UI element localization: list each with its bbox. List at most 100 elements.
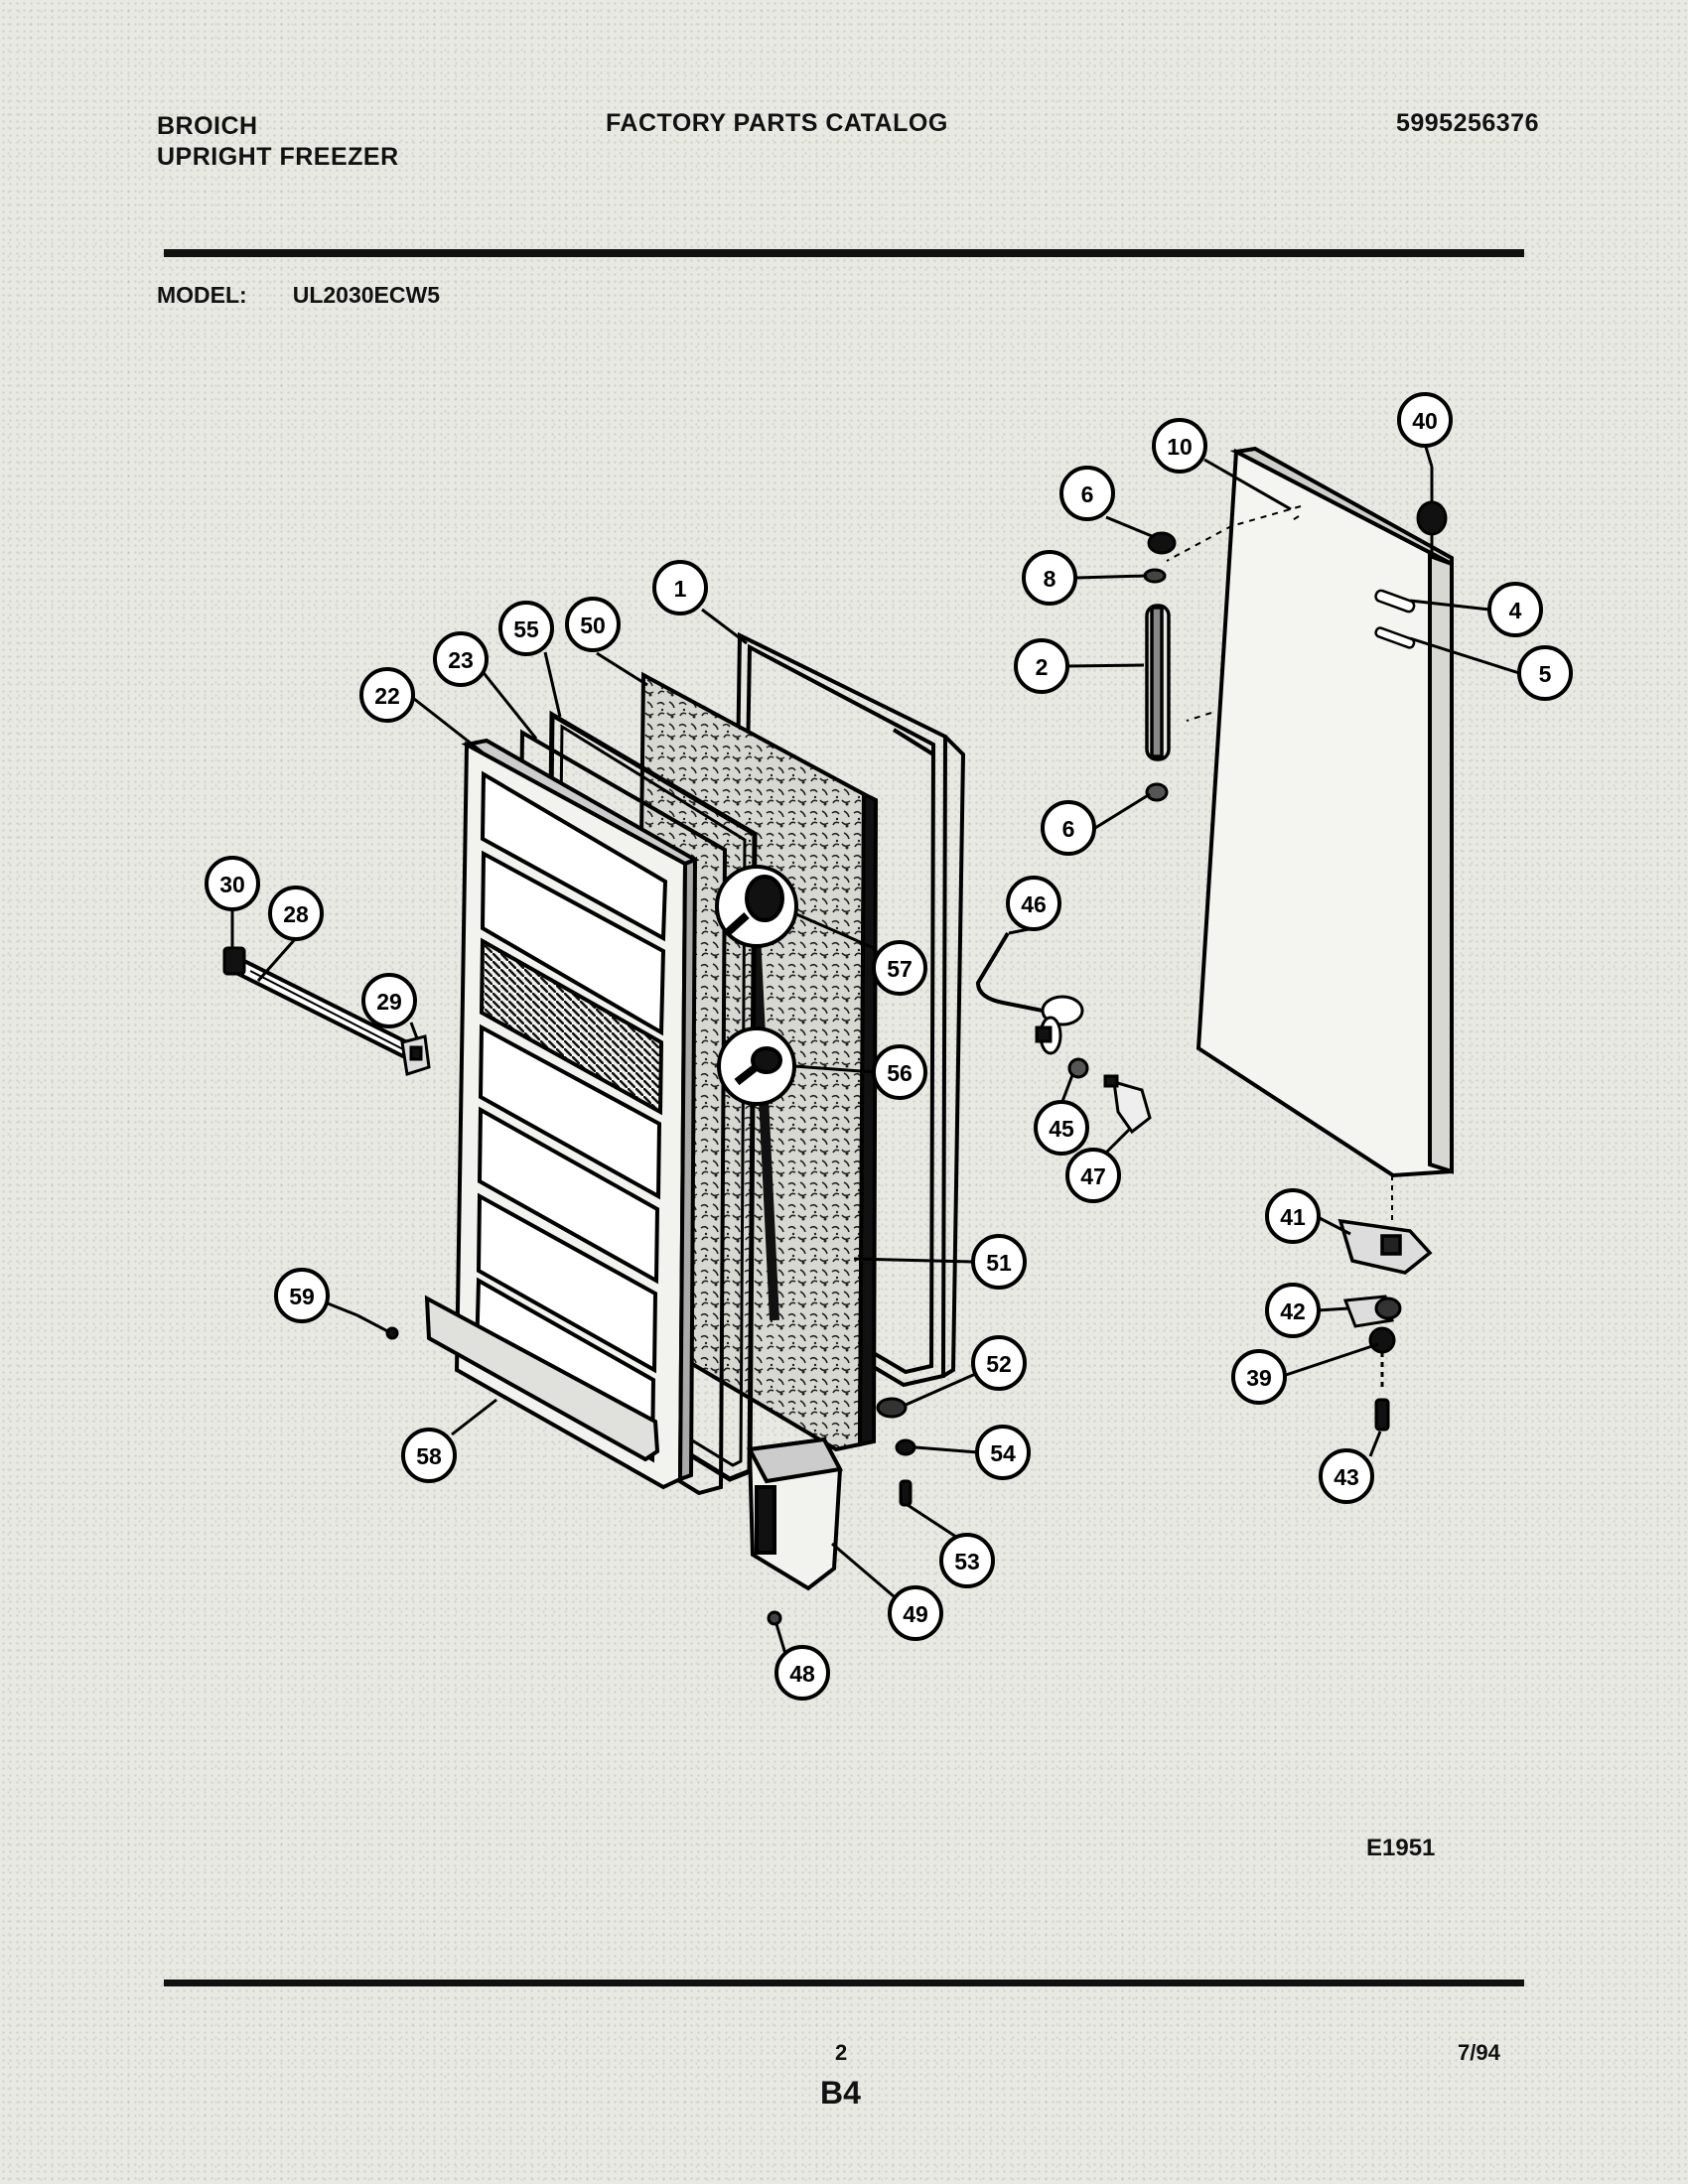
callout-label: 55 bbox=[513, 616, 539, 642]
hinge-bushing bbox=[1368, 1326, 1396, 1354]
callout-label: 46 bbox=[1021, 891, 1047, 917]
callout-43: 43 bbox=[1319, 1448, 1374, 1504]
callout-53: 53 bbox=[939, 1533, 995, 1588]
detail-circle-lower bbox=[717, 1026, 796, 1106]
callout-10: 10 bbox=[1152, 418, 1207, 474]
callout-52: 52 bbox=[971, 1335, 1027, 1391]
callout-label: 4 bbox=[1509, 598, 1522, 623]
callout-46: 46 bbox=[1006, 876, 1061, 931]
callout-1: 1 bbox=[652, 560, 708, 615]
revision-date: 7/94 bbox=[1458, 2040, 1500, 2065]
callout-label: 42 bbox=[1280, 1298, 1306, 1324]
callout-30: 30 bbox=[205, 856, 260, 911]
callout-8: 8 bbox=[1022, 550, 1077, 606]
callout-55: 55 bbox=[498, 601, 554, 656]
callout-label: 53 bbox=[954, 1549, 980, 1574]
bottom-hinge-bracket bbox=[1337, 1218, 1433, 1275]
callout-58: 58 bbox=[401, 1428, 457, 1483]
callout-2: 2 bbox=[1014, 638, 1069, 694]
callout-label: 40 bbox=[1412, 408, 1438, 434]
callout-label: 23 bbox=[448, 647, 474, 673]
callout-label: 41 bbox=[1280, 1204, 1306, 1230]
catalog-number: 5995256376 bbox=[1395, 109, 1539, 137]
callout-label: 1 bbox=[674, 576, 687, 602]
product-name: UPRIGHT FREEZER bbox=[157, 143, 399, 171]
callout-label: 48 bbox=[789, 1661, 815, 1687]
callout-6-lower: 6 bbox=[1041, 800, 1096, 856]
callout-label: 49 bbox=[903, 1601, 928, 1627]
callout-5: 5 bbox=[1517, 645, 1573, 701]
door-stop-rod bbox=[975, 931, 1054, 1015]
callout-28: 28 bbox=[268, 886, 324, 941]
callout-6-upper: 6 bbox=[1059, 466, 1115, 521]
callout-51: 51 bbox=[971, 1234, 1027, 1290]
model-value: UL2030ECW5 bbox=[292, 282, 440, 308]
callout-50: 50 bbox=[565, 597, 621, 652]
inner-door-liner bbox=[424, 738, 700, 1490]
callout-label: 59 bbox=[289, 1284, 315, 1309]
door-handle bbox=[1145, 604, 1171, 761]
door-stop-washer bbox=[1067, 1057, 1089, 1079]
callout-label: 50 bbox=[580, 613, 606, 638]
callout-label: 30 bbox=[219, 872, 245, 897]
section-code: B4 bbox=[820, 2075, 861, 2111]
callout-40: 40 bbox=[1397, 392, 1453, 448]
model-label: MODEL: bbox=[157, 282, 247, 308]
callout-label: 54 bbox=[990, 1440, 1016, 1466]
brand-block: BROICH UPRIGHT FREEZER bbox=[157, 111, 399, 173]
callout-59: 59 bbox=[274, 1268, 330, 1323]
bottom-rule bbox=[164, 1979, 1524, 1986]
callout-49: 49 bbox=[888, 1585, 943, 1641]
top-rule bbox=[164, 249, 1524, 257]
callout-label: 10 bbox=[1167, 434, 1193, 460]
callout-56: 56 bbox=[872, 1044, 927, 1100]
callout-45: 45 bbox=[1034, 1100, 1089, 1156]
page-number: 2 bbox=[835, 2040, 848, 2065]
top-hinge-pin bbox=[1416, 467, 1448, 556]
detail-circle-upper bbox=[715, 865, 798, 948]
shelf-end-cap-right bbox=[400, 1034, 431, 1076]
callout-label: 45 bbox=[1049, 1116, 1074, 1142]
catalog-title: FACTORY PARTS CATALOG bbox=[606, 109, 948, 137]
door-stop-cap bbox=[1103, 1074, 1152, 1135]
callout-label: 6 bbox=[1081, 481, 1094, 507]
callout-label: 6 bbox=[1062, 816, 1075, 842]
callout-label: 57 bbox=[887, 956, 913, 982]
callout-label: 5 bbox=[1539, 661, 1552, 687]
handle-cap-top bbox=[1143, 531, 1177, 584]
hinge-plate bbox=[1342, 1295, 1402, 1328]
door-stop-bracket bbox=[1035, 995, 1084, 1055]
callout-39: 39 bbox=[1231, 1349, 1287, 1405]
bottom-cover-screw bbox=[767, 1610, 782, 1626]
outer-door-panel bbox=[1166, 446, 1454, 1178]
callout-23: 23 bbox=[433, 631, 489, 687]
brand-name: BROICH bbox=[157, 112, 258, 140]
callout-label: 2 bbox=[1036, 654, 1049, 680]
liner-screw bbox=[356, 1313, 399, 1340]
shelf-end-cap-left bbox=[222, 946, 246, 976]
callout-label: 56 bbox=[887, 1060, 913, 1086]
diagram-code: E1951 bbox=[1366, 1835, 1436, 1861]
callout-label: 43 bbox=[1334, 1464, 1359, 1490]
callout-label: 28 bbox=[283, 901, 309, 927]
bottom-washer bbox=[895, 1438, 916, 1456]
callout-57: 57 bbox=[872, 940, 927, 996]
callout-label: 22 bbox=[374, 683, 400, 709]
model-line: MODEL: UL2030ECW5 bbox=[157, 282, 440, 309]
callout-4: 4 bbox=[1487, 582, 1543, 637]
callout-label: 58 bbox=[416, 1443, 442, 1469]
callout-label: 8 bbox=[1044, 566, 1056, 592]
callout-label: 39 bbox=[1246, 1365, 1272, 1391]
callout-47: 47 bbox=[1065, 1148, 1121, 1203]
callout-54: 54 bbox=[975, 1425, 1031, 1480]
bottom-cover bbox=[746, 1436, 844, 1591]
handle-cap-bottom bbox=[1145, 782, 1169, 802]
callout-label: 52 bbox=[986, 1351, 1012, 1377]
callout-label: 51 bbox=[986, 1250, 1012, 1276]
callout-42: 42 bbox=[1265, 1283, 1321, 1338]
bottom-clip bbox=[876, 1397, 908, 1419]
callout-22: 22 bbox=[359, 667, 415, 723]
callout-41: 41 bbox=[1265, 1188, 1321, 1244]
leader-lines bbox=[230, 443, 1520, 1655]
